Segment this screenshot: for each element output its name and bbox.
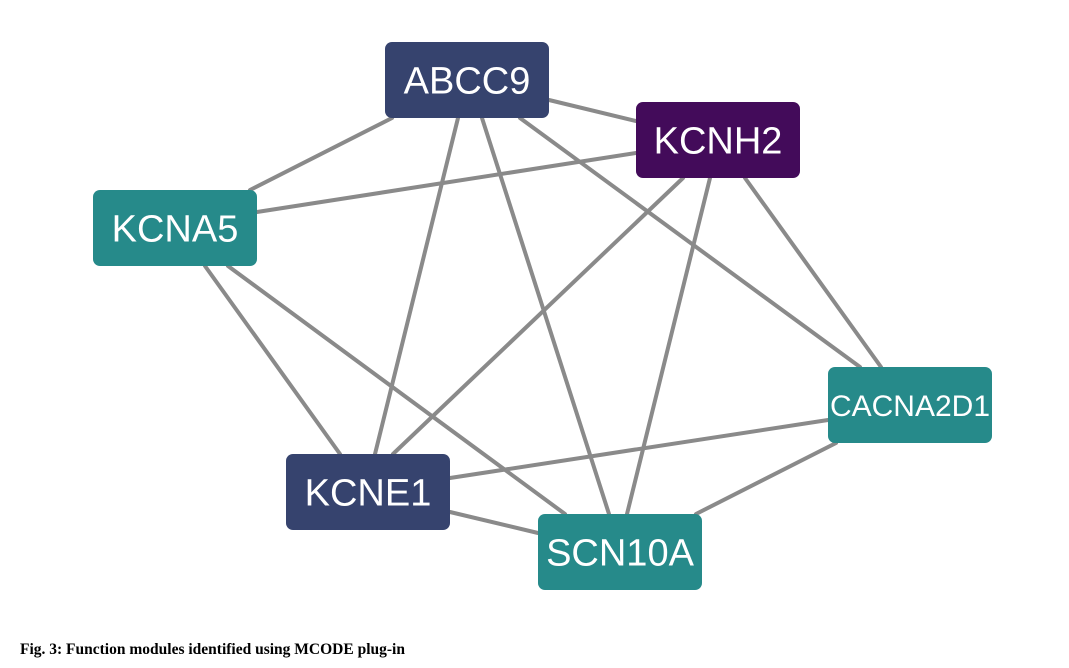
node-scn10a: SCN10A bbox=[538, 514, 702, 590]
figure-caption: Fig. 3: Function modules identified usin… bbox=[20, 641, 405, 658]
edge-scn10a-cacna2d1 bbox=[694, 441, 838, 516]
edge-kcnh2-cacna2d1 bbox=[743, 176, 883, 369]
edge-kcne1-scn10a bbox=[448, 510, 540, 535]
node-label-cacna2d1: CACNA2D1 bbox=[830, 390, 990, 423]
edge-layer bbox=[203, 98, 883, 535]
edge-abcc9-kcnh2 bbox=[547, 98, 638, 123]
edge-abcc9-kcne1 bbox=[373, 116, 460, 456]
edge-kcnh2-scn10a bbox=[625, 176, 712, 516]
edge-abcc9-cacna2d1 bbox=[518, 116, 862, 369]
node-box-abcc9 bbox=[385, 42, 549, 118]
node-cacna2d1: CACNA2D1 bbox=[828, 367, 992, 443]
edge-kcna5-scn10a bbox=[226, 264, 567, 516]
node-label-kcnh2: KCNH2 bbox=[654, 121, 783, 163]
node-abcc9: ABCC9 bbox=[385, 42, 549, 118]
node-box-cacna2d1 bbox=[828, 367, 992, 443]
node-kcna5: KCNA5 bbox=[93, 190, 257, 266]
node-label-scn10a: SCN10A bbox=[546, 533, 694, 575]
edge-kcnh2-kcne1 bbox=[391, 176, 685, 456]
edge-kcna5-kcne1 bbox=[203, 264, 342, 456]
node-kcnh2: KCNH2 bbox=[636, 102, 800, 178]
edge-abcc9-kcna5 bbox=[248, 116, 394, 192]
node-box-kcnh2 bbox=[636, 102, 800, 178]
node-box-kcna5 bbox=[93, 190, 257, 266]
node-label-kcne1: KCNE1 bbox=[305, 473, 432, 515]
node-label-kcna5: KCNA5 bbox=[112, 209, 239, 251]
edge-abcc9-scn10a bbox=[480, 116, 611, 516]
node-box-kcne1 bbox=[286, 454, 450, 530]
node-box-scn10a bbox=[538, 514, 702, 590]
edge-kcnh2-kcna5 bbox=[255, 151, 638, 214]
edge-kcne1-cacna2d1 bbox=[448, 418, 830, 480]
node-kcne1: KCNE1 bbox=[286, 454, 450, 530]
node-label-abcc9: ABCC9 bbox=[404, 61, 531, 103]
